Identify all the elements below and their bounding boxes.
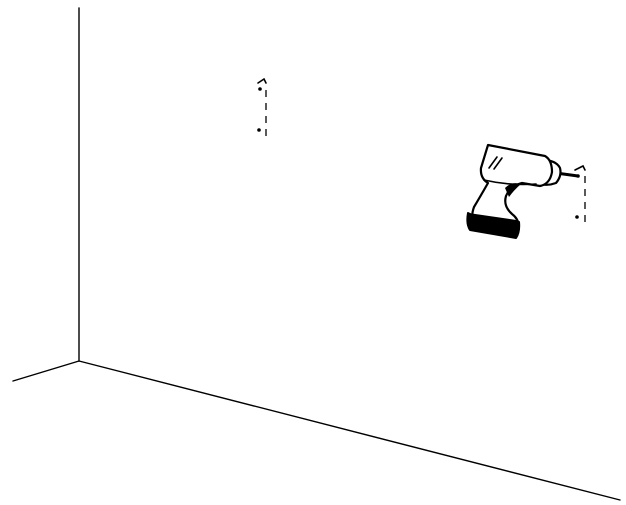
drill-icon bbox=[466, 143, 580, 239]
wall-corner bbox=[12, 7, 621, 501]
floor-left-edge bbox=[12, 360, 80, 382]
pencil-mark-icon bbox=[257, 77, 267, 142]
floor-wall-edge bbox=[78, 360, 621, 501]
battery-pack bbox=[466, 212, 521, 239]
